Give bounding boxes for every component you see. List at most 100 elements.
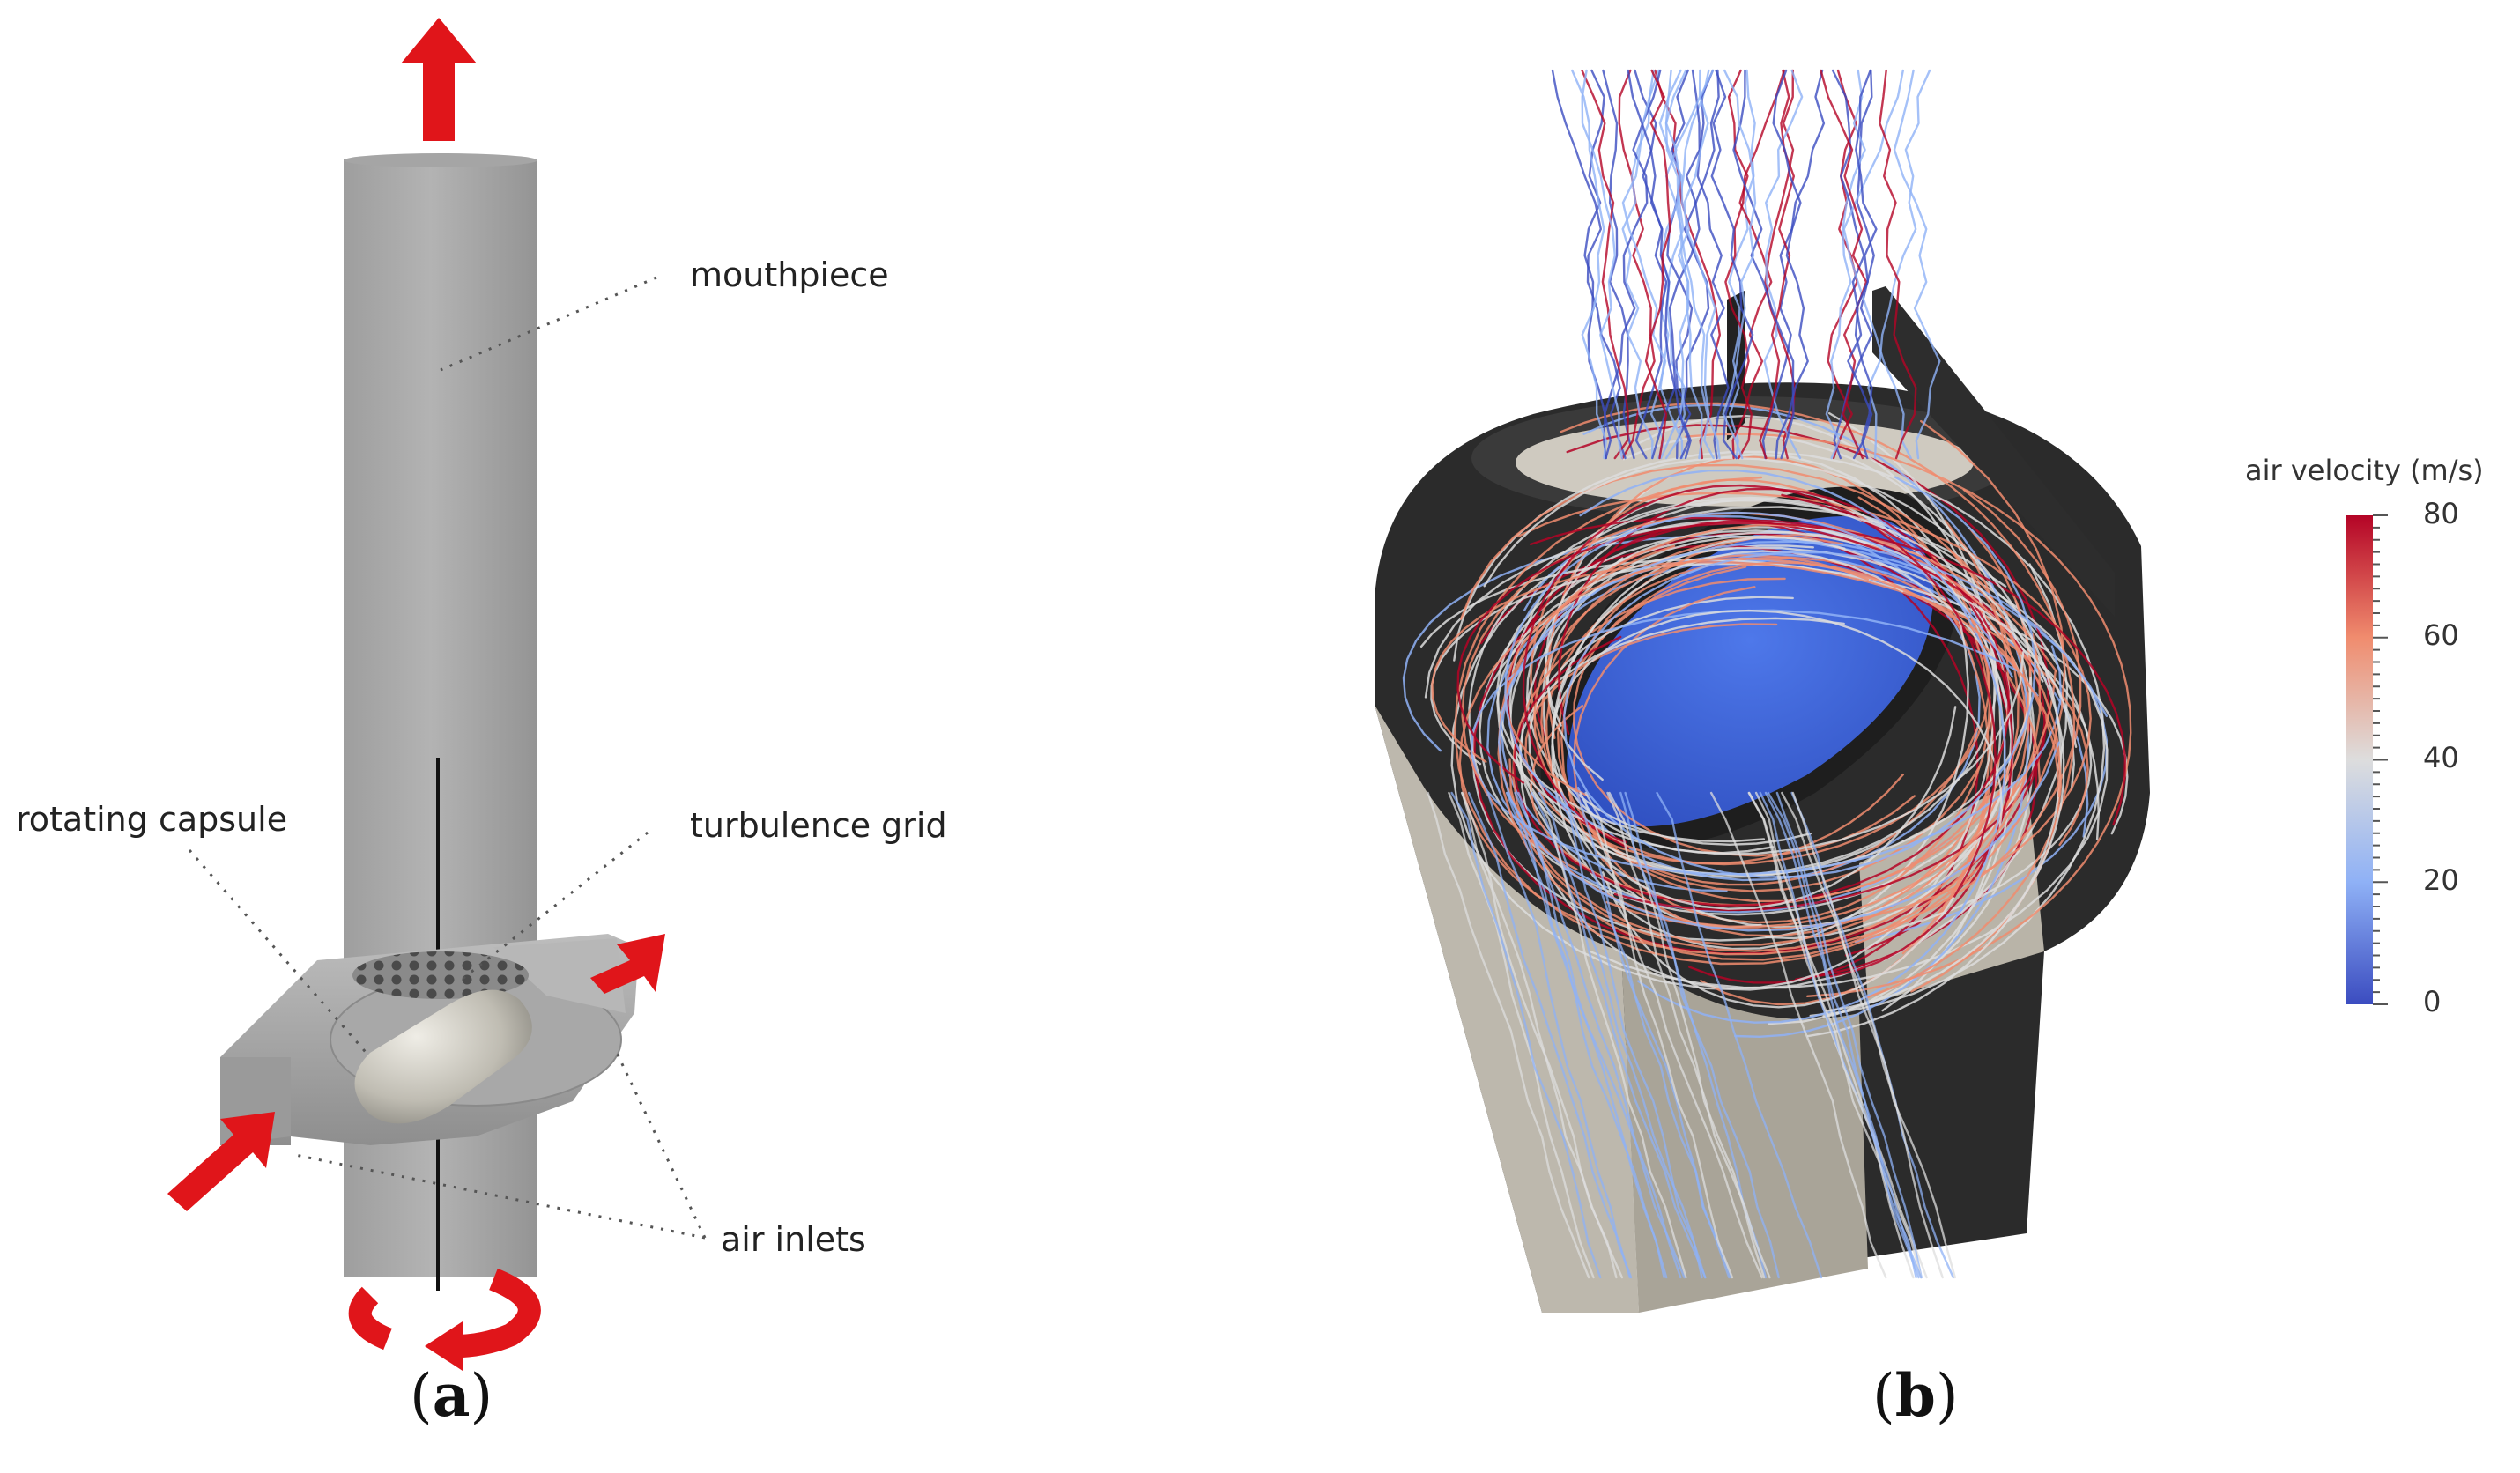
caption-b: (b) — [1872, 1361, 1959, 1430]
streamline — [1581, 69, 1629, 460]
streamline — [1448, 791, 1595, 1279]
streamline — [1582, 403, 2029, 1039]
streamline — [1606, 791, 1771, 1279]
air-inlet-arrow-right — [590, 934, 665, 994]
streamline — [1867, 69, 1931, 460]
streamline — [1467, 791, 1631, 1279]
streamline — [1684, 433, 2132, 997]
streamline — [1595, 499, 2065, 1012]
streamline — [1468, 496, 2101, 840]
streamline — [1893, 69, 1941, 460]
streamline — [1658, 69, 1710, 460]
streamline — [1763, 69, 1804, 460]
streamline — [1486, 791, 1633, 1279]
streamline — [1764, 791, 1923, 1279]
streamline — [1483, 456, 2063, 1038]
streamline — [1560, 402, 2076, 999]
streamline — [1572, 561, 2042, 857]
colorbar-tick-label: 20 — [2423, 863, 2459, 897]
streamline — [1833, 69, 1875, 460]
streamline — [1402, 535, 2109, 944]
streamline — [1514, 791, 1686, 1279]
streamline — [1619, 791, 1780, 1279]
streamline — [1458, 488, 2082, 956]
streamline — [1453, 450, 2106, 1018]
turbulence-grid — [352, 951, 529, 999]
streamline — [1791, 791, 1956, 1279]
streamline — [1562, 476, 2037, 878]
streamline — [1775, 791, 1923, 1279]
rotating-capsule — [354, 989, 532, 1124]
streamline — [1724, 69, 1785, 460]
streamline — [1427, 791, 1590, 1279]
colorbar-tick-label: 40 — [2423, 741, 2459, 774]
streamline — [1554, 791, 1707, 1279]
streamline — [1781, 791, 1944, 1279]
streamline — [1456, 522, 2127, 825]
streamline — [1709, 791, 1887, 1279]
streamline — [1453, 419, 2066, 966]
streamline — [1461, 791, 1624, 1279]
streamline — [1767, 791, 1920, 1279]
streamline — [1722, 69, 1757, 460]
streamline — [1479, 531, 1963, 916]
streamline — [1532, 791, 1687, 1279]
streamline — [1618, 69, 1656, 460]
streamline — [1732, 69, 1795, 460]
streamline — [1581, 69, 1624, 460]
streamline — [1504, 511, 2013, 831]
streamline — [1579, 791, 1734, 1279]
streamline — [1522, 484, 1997, 898]
streamline — [1450, 791, 1602, 1279]
streamline — [1431, 560, 2089, 847]
streamline — [1496, 529, 2076, 843]
streamline — [1572, 496, 1991, 924]
streamline — [1728, 69, 1756, 460]
callout-leaders — [188, 276, 707, 1240]
streamline — [1656, 791, 1823, 1279]
colorbar-gradient — [2346, 515, 2373, 1004]
streamline — [1558, 487, 2014, 978]
colorbar-tick-label: 60 — [2423, 618, 2459, 652]
panel-a: mouthpiece rotating capsule turbulence g… — [0, 0, 1251, 1473]
streamline — [1528, 579, 1997, 876]
streamline — [1538, 791, 1703, 1279]
streamline — [1551, 609, 2004, 855]
streamlines — [1402, 69, 2132, 1279]
cfd-streamline-drawing — [1375, 69, 2388, 1314]
streamline — [1879, 69, 1917, 460]
streamline — [1820, 69, 1868, 460]
streamline — [1506, 791, 1682, 1279]
streamline — [1621, 69, 1660, 460]
colorbar — [2346, 514, 2388, 1005]
streamline — [1825, 69, 1866, 460]
air-inlets-label: air inlets — [721, 1220, 866, 1259]
streamline — [1579, 469, 2006, 1024]
streamline — [1754, 791, 1915, 1279]
streamline — [1450, 506, 2069, 991]
panel-b: air velocity (m/s) 80 60 40 20 0 (b) — [1251, 0, 2520, 1473]
streamline — [1654, 69, 1722, 460]
streamline — [1710, 69, 1754, 460]
colorbar-tick-label: 0 — [2423, 985, 2442, 1018]
streamline — [1772, 69, 1809, 460]
streamline — [1571, 69, 1608, 460]
turbulence-grid-label: turbulence grid — [690, 806, 947, 845]
streamline — [1546, 535, 2013, 929]
streamline — [1627, 69, 1676, 460]
air-inlet-arrow-left — [167, 1112, 275, 1211]
caption-a: (a) — [410, 1361, 493, 1430]
streamline — [1847, 69, 1878, 460]
streamline — [1603, 69, 1662, 460]
colorbar-tick-label: 80 — [2423, 497, 2459, 530]
rotation-arrowhead — [425, 1321, 463, 1371]
streamline — [1842, 69, 1912, 460]
streamline — [1683, 69, 1716, 460]
streamline — [1575, 791, 1732, 1279]
streamline — [1673, 69, 1721, 460]
colorbar-title: air velocity (m/s) — [2245, 454, 2484, 487]
streamline — [1496, 546, 2078, 855]
mouthpiece-label: mouthpiece — [690, 255, 889, 294]
streamline — [1644, 69, 1671, 460]
rotation-arrow — [348, 1268, 541, 1358]
